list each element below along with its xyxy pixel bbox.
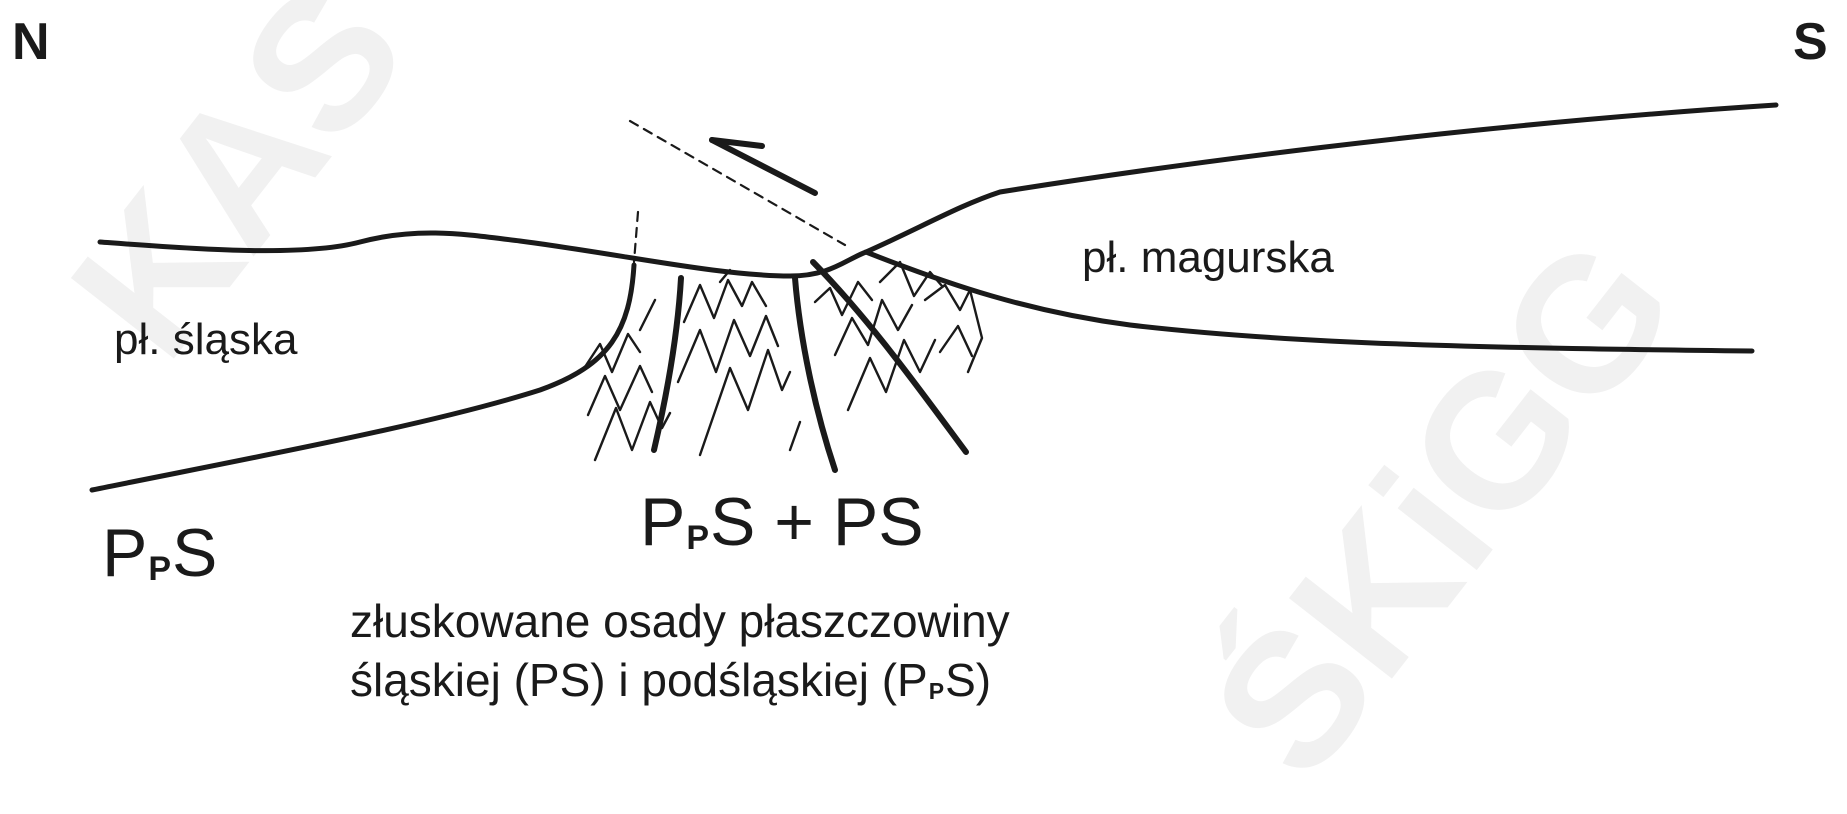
dashed-fault-line [630, 121, 845, 245]
formation-center-main: P [640, 484, 685, 560]
magura-top-boundary [866, 105, 1776, 252]
formation-left-main: P [102, 515, 147, 591]
formation-center-tail: S + PS [710, 484, 924, 560]
silesian-top-boundary [100, 233, 866, 276]
magura-nappe-label: pł. magurska [1082, 236, 1334, 280]
silesian-nappe-label: pł. śląska [114, 318, 297, 362]
caption-line-2-subscript: P [929, 678, 944, 704]
imbrication-fault-3 [813, 262, 966, 452]
imbrication-fault-2 [795, 278, 835, 470]
north-label: N [12, 16, 50, 68]
caption-line-2: śląskiej (PS) i podśląskiej (PPS) [350, 651, 1010, 710]
formation-center-subscript: P [686, 519, 709, 557]
imbrication-fault-1 [654, 278, 681, 450]
caption: złuskowane osady płaszczowiny śląskiej (… [350, 592, 1010, 710]
folded-strata [583, 262, 982, 460]
dashed-fault-stub [634, 212, 638, 262]
formation-left-subscript: P [148, 550, 171, 588]
mixed-formation-label: PPS + PS [640, 488, 924, 556]
silesian-base-boundary [92, 265, 634, 490]
south-label: S [1793, 16, 1828, 68]
caption-line-2-a: śląskiej (PS) i podśląskiej (P [350, 654, 928, 706]
caption-line-2-b: S) [945, 654, 991, 706]
caption-line-1: złuskowane osady płaszczowiny [350, 592, 1010, 651]
formation-left-tail: S [172, 515, 217, 591]
subsilesian-formation-label: PPS [102, 519, 217, 587]
